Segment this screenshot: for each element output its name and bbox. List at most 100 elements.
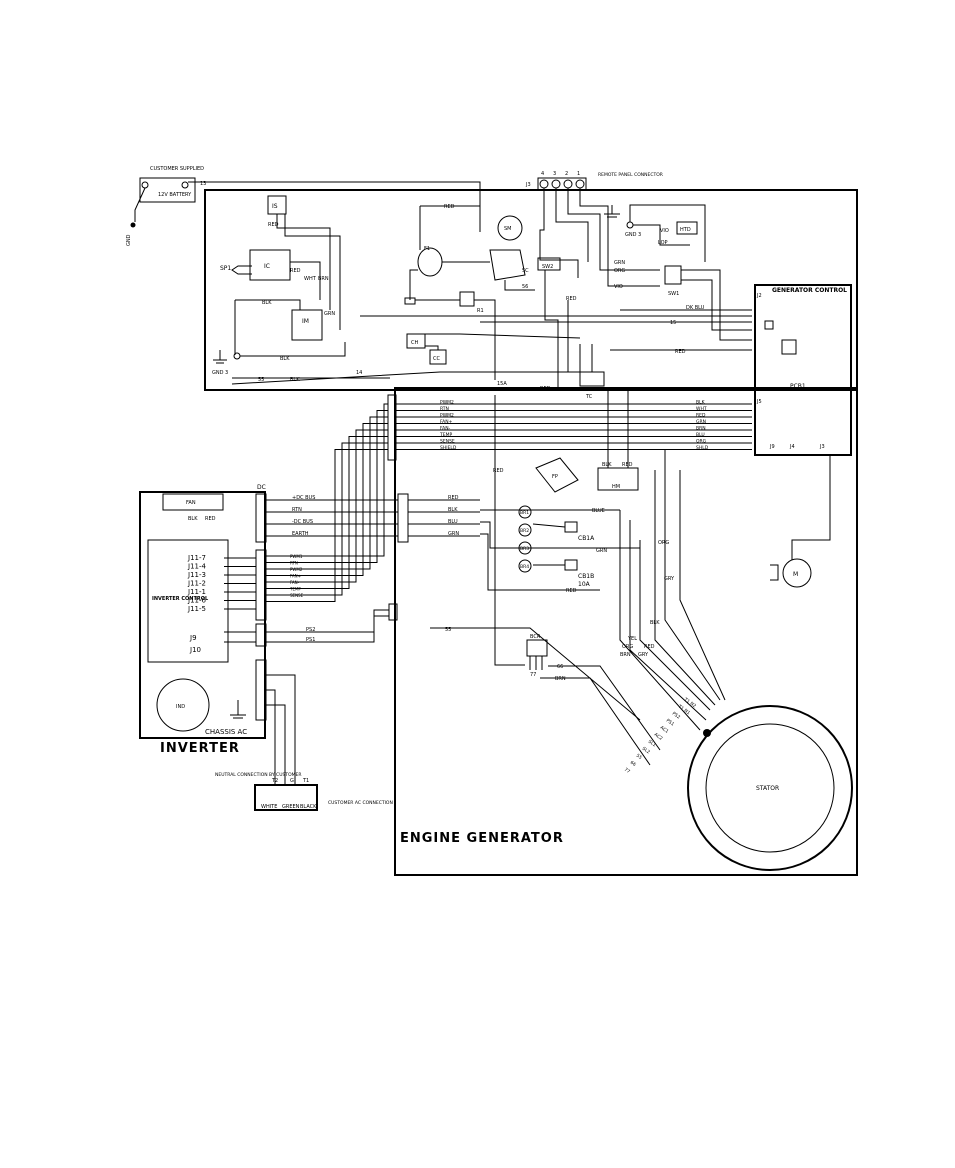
harness-right-label-4: GRN [696,419,706,425]
engine-dc-conn [397,493,409,543]
j11-label-1: J11-7 [187,554,206,562]
wire-66-text: 66 [557,664,563,670]
inverter-fan [162,493,224,511]
pcb-j5-label: J5 [756,399,762,405]
remote-connector [537,177,587,191]
ps-wire-1 [266,609,389,633]
wire-blue-text: BLUE [592,508,605,514]
f1-label: F1 [424,246,430,252]
breaker-cb1a [564,521,578,533]
wire-red-f1 [419,205,480,250]
wire-blk-text: BLK [280,356,290,362]
gnd2-label: GND 3 [625,232,641,238]
harness-left-label-7: SENSE [440,439,455,445]
fp-label: FP [552,474,558,480]
battery [139,177,196,203]
bridge-label-4: BR4 [520,564,529,570]
bridge-br4 [518,559,532,573]
engine-frame [394,387,858,876]
wire-red-bcr [494,395,525,666]
battery-terminal-neg [141,181,149,189]
wire-56-text: 56 [522,284,528,290]
harness-drop-5 [266,429,388,583]
wire-red-f1-text: RED [444,204,455,210]
battery-ground-wire [134,187,146,222]
wire-wht-text: WHT [304,276,317,282]
component-hm [597,467,639,491]
remote-label: REMOTE PANEL CONNECTOR [598,172,663,178]
wire-blk-ground [240,342,346,357]
generator-control-title: GENERATOR CONTROL [772,287,847,294]
harness-drop-1 [266,403,388,557]
vio-label: VIO [660,228,669,234]
wire-vio [633,224,690,246]
dc-color-label-2: BLK [448,507,458,513]
harness-right-label-5: BRN [696,426,706,432]
wire-15a-text: 15A [497,381,507,387]
remote-pin-2 [563,179,573,189]
wire-hm [607,390,629,468]
ind-label: IND [176,704,185,710]
remote-pin-4 [539,179,549,189]
j11-label-6: J11-6 [187,597,206,605]
spark-plug-sp1 [231,265,252,275]
harness-left-label-3: PWM2 [440,413,454,419]
wire-dk-blu-text: DK BLU [686,305,705,311]
dc-color-label-1: RED [448,495,459,501]
harness-left-label-2: RTN [440,406,449,412]
component-im [291,309,323,341]
harness-left-label-6: TEMP [439,432,452,438]
wire-17-org-text: ORG [614,268,625,274]
pcb-j9-label: J9 [769,444,775,450]
r1-label: R1 [477,308,484,314]
neutral-note: NEUTRAL CONNECTION BY CUSTOMER [215,772,301,778]
inv-j9: J9 [189,634,197,642]
remote-pin-label-4: 4 [541,171,544,177]
j11-label-5: J11-1 [187,588,206,596]
ps-wire-2 [266,615,389,643]
wire-bcr-stator [540,665,661,766]
wire-brn-text: BRN [318,276,329,282]
stator-lead-junction [703,729,711,737]
harness-right-label-7: ORG [696,439,707,445]
hm-label: HM [612,484,620,490]
pcb-j2-label: J2 [756,293,762,299]
component-sm [497,215,523,241]
stator-inner [705,723,835,853]
engine-ps-conn [388,603,398,621]
bcr-leads [529,656,543,670]
wire-tc-feeds [567,300,593,372]
component-tc [579,371,605,387]
wire-hm-red: RED [622,462,633,468]
component-sw2 [537,257,561,271]
remote-conn-id: J3 [525,182,531,188]
inverter-frame [139,491,266,739]
wire-hm-blk: BLK [602,462,612,468]
im-label: IM [302,318,309,325]
engine-frame-top [204,189,858,391]
harness-right-label-2: WHT [696,406,707,412]
inverter-title: INVERTER [160,741,240,756]
component-ind [156,678,210,732]
bridge-label-1: BR1 [520,510,529,516]
fuse-holder [404,297,416,305]
inverter-wire-label-4: FAN+ [290,574,301,579]
cb1b-label: CB1B [578,573,594,580]
wire-motor [791,455,831,560]
bridge-label-2: BR2 [520,528,529,534]
wire-red-st-text: RED [644,644,655,650]
stator-lead-label-4: PS1 [665,718,675,728]
sw1-label: SW1 [668,291,679,297]
component-sw1 [664,265,682,285]
wire-brn-st-text: BRN [620,652,631,658]
stator-lead-label-3: PS2 [671,711,681,721]
inverter-wire-label-1: PWM1 [290,554,303,559]
ic-label: IC [264,263,270,270]
wire-blk-gnd2 [629,204,706,262]
component-r1 [459,291,475,307]
